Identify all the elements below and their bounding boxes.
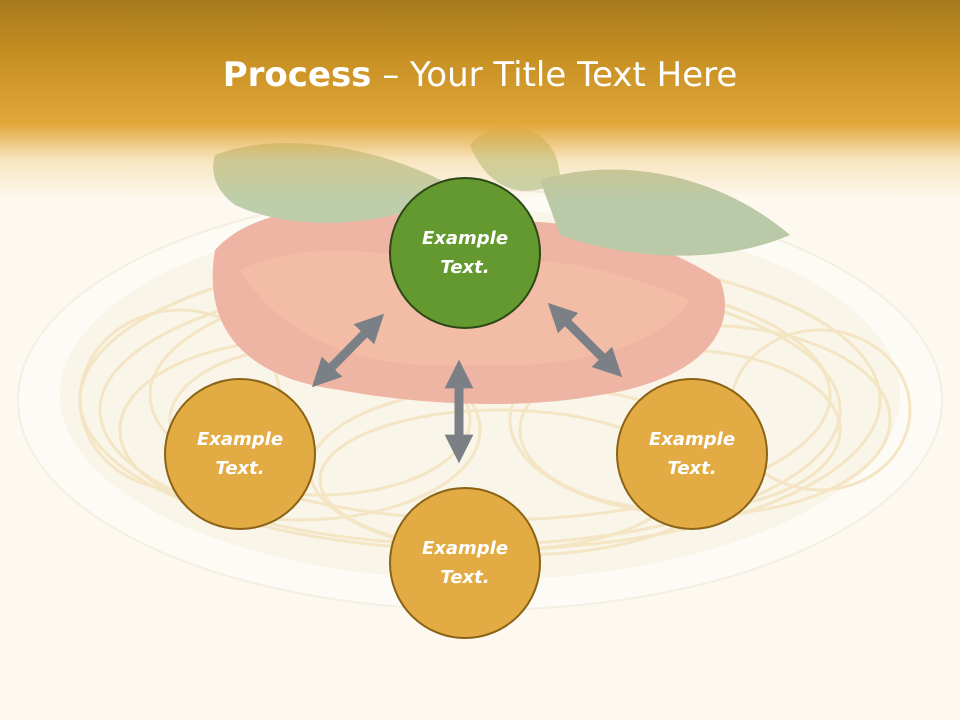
node-left-label: Example Text.: [196, 429, 284, 479]
node-top-label: Example Text.: [421, 228, 509, 278]
node-bottom: Example Text.: [389, 487, 541, 639]
node-right: Example Text.: [616, 378, 768, 530]
node-top: Example Text.: [389, 177, 541, 329]
double-arrow-icon-top-right: [547, 302, 623, 378]
header-band: [0, 0, 960, 200]
slide-title: Process – Your Title Text Here: [0, 52, 960, 98]
node-left: Example Text.: [164, 378, 316, 530]
node-bottom-label: Example Text.: [421, 538, 509, 588]
node-right-label: Example Text.: [648, 429, 736, 479]
double-arrow-icon-top-left: [311, 313, 385, 388]
slide-title-bold: Process: [222, 55, 372, 95]
slide-title-rest: – Your Title Text Here: [371, 55, 738, 95]
